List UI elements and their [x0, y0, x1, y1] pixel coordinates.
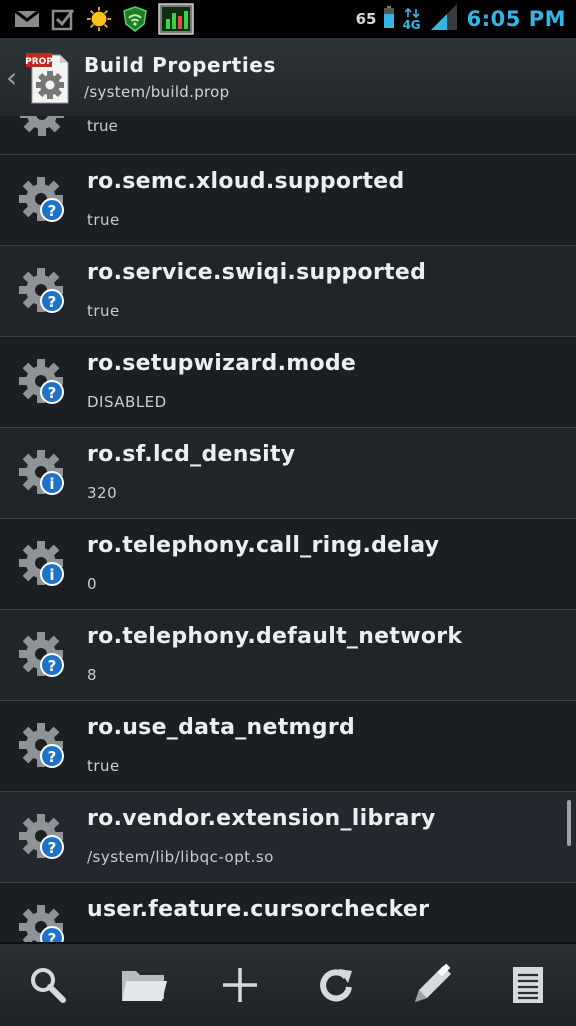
list-item[interactable]: true	[0, 116, 576, 155]
gear-help-icon: ?	[13, 717, 69, 773]
gear-help-icon: ?	[13, 626, 69, 682]
property-value: /system/lib/libqc-opt.so	[87, 848, 274, 866]
security-shield-icon	[122, 6, 148, 32]
signal-icon	[429, 2, 459, 36]
list-item[interactable]: ? ro.service.swiqi.supported true	[0, 246, 576, 337]
gear-help-icon: ?	[13, 262, 69, 318]
folder-icon	[122, 971, 167, 1001]
property-value: true	[87, 757, 120, 775]
list-item[interactable]: ? ro.telephony.default_network 8	[0, 610, 576, 701]
gear-info-icon: i	[13, 535, 69, 591]
add-button[interactable]	[205, 950, 275, 1020]
add-icon	[223, 968, 257, 1002]
page-title: Build Properties	[84, 53, 276, 77]
svg-text:?: ?	[48, 657, 57, 675]
property-value: DISABLED	[87, 393, 167, 411]
clock: 6:05 PM	[466, 7, 566, 31]
gear-help-icon: ?	[13, 808, 69, 864]
property-key: ro.semc.xloud.supported	[87, 169, 405, 194]
weather-sun-icon	[86, 6, 112, 32]
edit-button[interactable]	[397, 950, 467, 1020]
status-bar: 65 4G 6:05 PM	[0, 0, 576, 38]
svg-text:?: ?	[48, 839, 57, 857]
property-value: 8	[87, 666, 98, 684]
back-chevron-icon[interactable]: ‹	[6, 60, 18, 94]
svg-text:i: i	[49, 475, 54, 493]
monitor-chart-icon	[158, 3, 194, 35]
action-bar: ‹ PROP Build Properties /system/build.pr…	[0, 38, 576, 118]
property-key: ro.vendor.extension_library	[87, 806, 436, 831]
svg-text:?: ?	[48, 202, 57, 220]
gear-icon	[20, 116, 64, 136]
open-folder-button[interactable]	[109, 950, 179, 1020]
property-key: ro.use_data_netmgrd	[87, 715, 356, 740]
edit-pencil-icon	[415, 963, 451, 1002]
property-key: ro.setupwizard.mode	[87, 351, 357, 376]
file-path: /system/build.prop	[84, 83, 230, 101]
svg-text:?: ?	[48, 384, 57, 402]
list-item[interactable]: ? ro.vendor.extension_library/system/lib…	[0, 792, 576, 883]
list-item[interactable]: i ro.telephony.call_ring.delay 0	[0, 519, 576, 610]
property-value: true	[87, 117, 118, 135]
gear-info-icon: i	[13, 444, 69, 500]
property-value: 0	[87, 575, 98, 593]
gear-help-icon: ?	[13, 899, 69, 942]
gear-help-icon: ?	[13, 353, 69, 409]
property-value: true	[87, 302, 120, 320]
search-button[interactable]	[13, 950, 83, 1020]
network-label: 4G	[402, 17, 421, 32]
property-key: ro.sf.lcd_density	[87, 442, 296, 467]
refresh-icon	[320, 969, 352, 1002]
property-value: true	[87, 211, 120, 229]
document-list-button[interactable]	[493, 950, 563, 1020]
property-list[interactable]: true ? ro.semc.xloud.supported true ? ro.…	[0, 116, 576, 942]
svg-text:?: ?	[48, 748, 57, 766]
property-key: ro.telephony.call_ring.delay	[87, 533, 440, 558]
bottom-toolbar	[0, 942, 576, 1026]
app-icon[interactable]: PROP	[24, 49, 72, 105]
property-key: ro.service.swiqi.supported	[87, 260, 427, 285]
gear-help-icon: ?	[13, 171, 69, 227]
property-key: user.feature.cursorchecker	[87, 897, 430, 922]
list-item[interactable]: i ro.sf.lcd_density 320	[0, 428, 576, 519]
battery-icon	[384, 6, 395, 32]
property-value: 320	[87, 484, 118, 502]
search-icon	[31, 968, 66, 1003]
gmail-icon	[14, 7, 40, 31]
list-document-icon	[513, 967, 543, 1003]
list-item[interactable]: ? user.feature.cursorchecker	[0, 883, 576, 942]
checkbox-icon	[50, 7, 76, 31]
refresh-button[interactable]	[301, 950, 371, 1020]
battery-level: 65	[355, 10, 377, 28]
svg-text:?: ?	[48, 930, 57, 942]
svg-text:?: ?	[48, 293, 57, 311]
app-icon-badge: PROP	[25, 57, 53, 67]
property-key: ro.telephony.default_network	[87, 624, 463, 649]
list-item[interactable]: ? ro.semc.xloud.supported true	[0, 155, 576, 246]
svg-text:i: i	[49, 566, 54, 584]
network-type: 4G	[402, 7, 421, 32]
scrollbar[interactable]	[567, 800, 571, 846]
